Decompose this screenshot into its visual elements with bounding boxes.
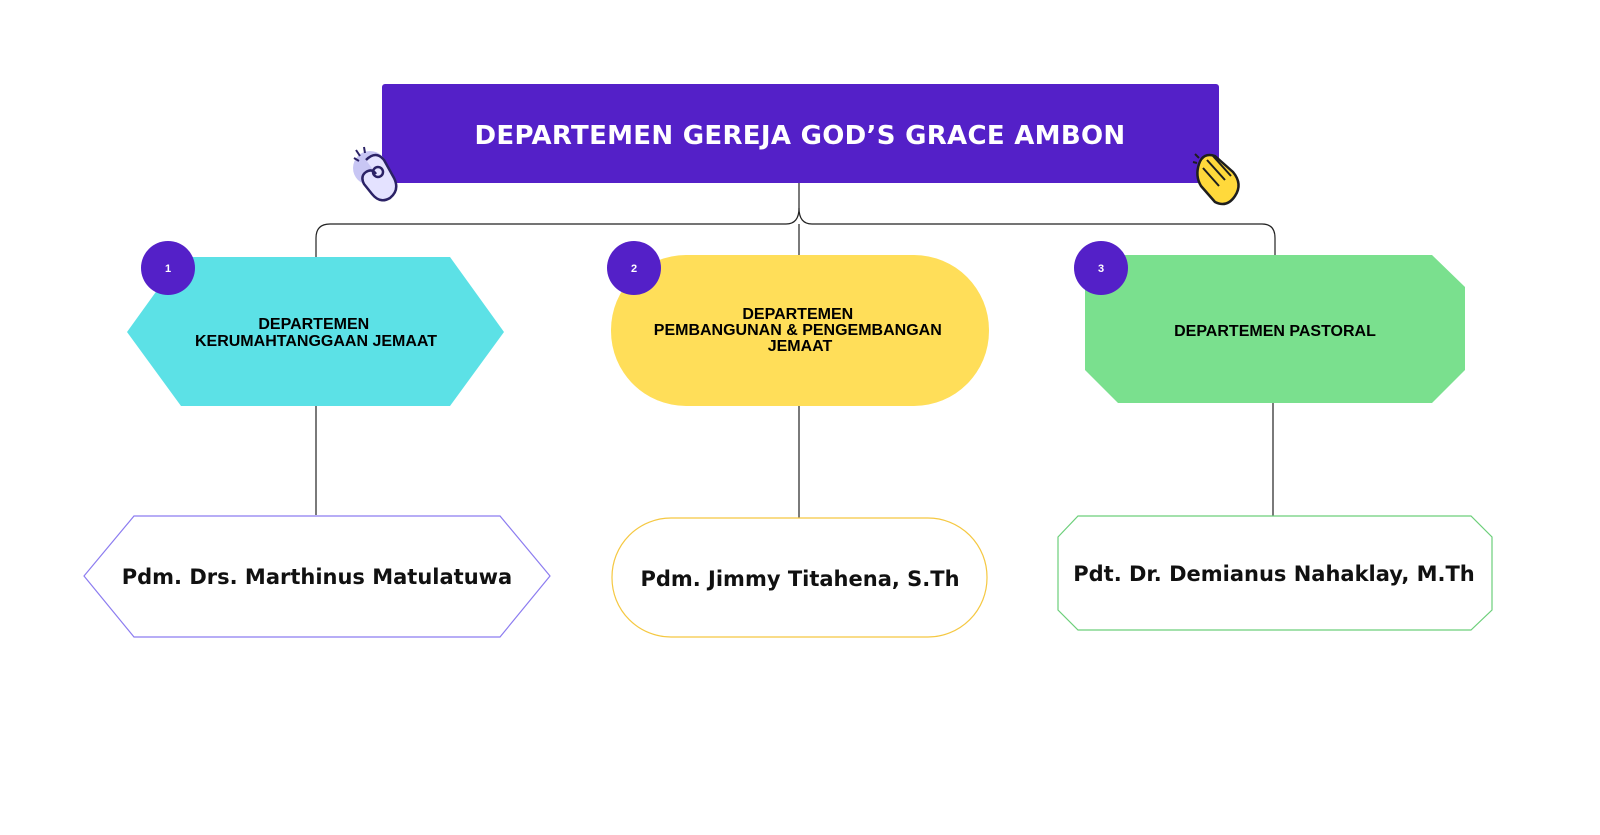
person-3-name: Pdt. Dr. Demianus Nahaklay, M.Th: [1073, 562, 1475, 586]
department-1: DEPARTEMEN KERUMAHTANGGAAN JEMAAT 1: [127, 241, 504, 406]
department-2-title: DEPARTEMEN PEMBANGUNAN & PENGEMBANGAN JE…: [654, 306, 946, 355]
department-1-badge: [141, 241, 195, 295]
department-1-title: DEPARTEMEN KERUMAHTANGGAAN JEMAAT: [195, 316, 437, 350]
department-3: DEPARTEMEN PASTORAL 3: [1074, 241, 1465, 403]
department-3-number: 3: [1098, 263, 1104, 275]
department-3-badge: [1074, 241, 1128, 295]
person-2: Pdm. Jimmy Titahena, S.Th: [611, 517, 988, 638]
ok-hand-icon: [353, 146, 398, 202]
person-1: Pdm. Drs. Marthinus Matulatuwa: [83, 515, 551, 638]
title-banner: DEPARTEMEN GEREJA GOD’S GRACE AMBON: [382, 84, 1219, 183]
person-3-shape: [1057, 515, 1493, 631]
person-2-name: Pdm. Jimmy Titahena, S.Th: [640, 567, 959, 591]
department-1-shape: [127, 257, 504, 406]
department-2: DEPARTEMEN PEMBANGUNAN & PENGEMBANGAN JE…: [607, 241, 989, 406]
department-2-badge: [607, 241, 661, 295]
connector-lines: [315, 183, 1276, 518]
department-2-shape: [611, 255, 989, 406]
department-3-shape: [1085, 255, 1465, 403]
title-background: [382, 84, 1219, 183]
department-1-number: 1: [165, 263, 171, 275]
clapping-hands-icon: [1192, 153, 1240, 206]
department-3-title: DEPARTEMEN PASTORAL: [1174, 323, 1376, 340]
department-2-line-1: DEPARTEMEN: [742, 306, 853, 323]
department-2-line-2: PEMBANGUNAN & PENGEMBANGAN: [654, 322, 942, 339]
page-title: DEPARTEMEN GEREJA GOD’S GRACE AMBON: [475, 121, 1126, 151]
department-2-line-3: JEMAAT: [768, 338, 833, 355]
department-1-line-1: DEPARTEMEN: [258, 316, 369, 333]
department-2-number: 2: [631, 263, 637, 275]
title-connector: [315, 183, 800, 258]
person-1-shape: [83, 515, 551, 638]
person-3: Pdt. Dr. Demianus Nahaklay, M.Th: [1057, 515, 1493, 631]
title-connector-right: [798, 207, 1276, 256]
person-1-name: Pdm. Drs. Marthinus Matulatuwa: [122, 565, 512, 589]
department-1-line-2: KERUMAHTANGGAAN JEMAAT: [195, 333, 437, 350]
person-2-shape: [611, 517, 988, 638]
